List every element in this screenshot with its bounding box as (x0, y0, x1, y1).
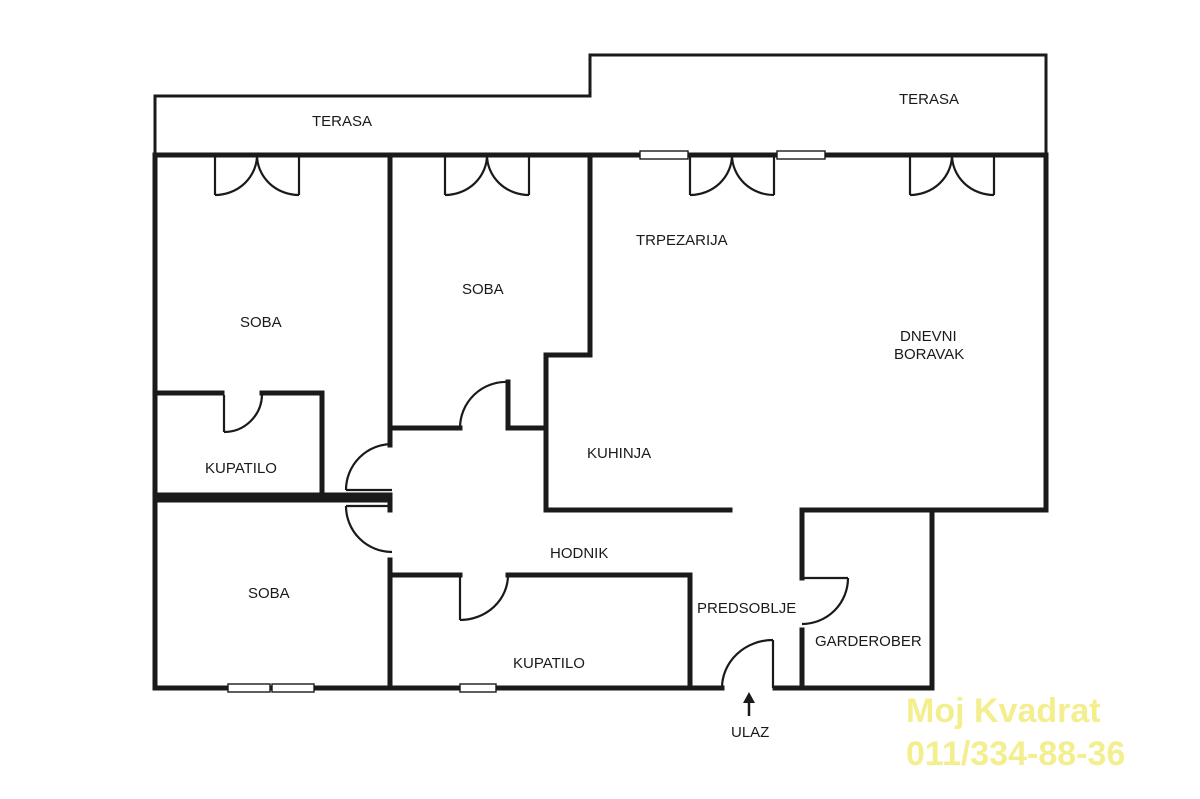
terrace-outline (153, 53, 1048, 155)
label-dnevni: DNEVNI (900, 328, 957, 345)
label-soba-left: SOBA (240, 314, 282, 331)
label-kuhinja: KUHINJA (587, 445, 651, 462)
door-kupatilo-bottom[interactable] (458, 574, 510, 622)
label-kupatilo-left: KUPATILO (205, 460, 277, 477)
label-garderober: GARDEROBER (815, 633, 922, 650)
walls (152, 152, 1049, 691)
label-soba-middle: SOBA (462, 281, 504, 298)
window (459, 683, 497, 693)
label-terasa-right: TERASA (899, 91, 959, 108)
window (776, 150, 826, 160)
door-kupatilo-left[interactable] (222, 394, 264, 434)
windows (227, 150, 826, 693)
watermark: Moj Kvadrat 011/334-88-36 (906, 692, 1125, 773)
watermark-name: Moj Kvadrat (906, 692, 1101, 730)
label-hodnik: HODNIK (550, 545, 608, 562)
entrance-door[interactable] (720, 638, 775, 689)
interior-doors (222, 380, 850, 689)
entrance-arrow-icon (743, 692, 755, 716)
balcony-doors (213, 154, 996, 197)
door-soba-bottom[interactable] (344, 504, 393, 554)
double-door[interactable] (688, 154, 776, 197)
label-terasa-left: TERASA (312, 113, 372, 130)
window (639, 150, 689, 160)
door-soba-left[interactable] (344, 442, 393, 492)
label-boravak: BORAVAK (894, 346, 964, 363)
double-door[interactable] (443, 154, 531, 197)
door-soba-middle[interactable] (458, 380, 510, 429)
watermark-phone: 011/334-88-36 (906, 735, 1125, 773)
window (271, 683, 315, 693)
room-labels: TERASA TERASA SOBA SOBA TRPEZARIJA DNEVN… (205, 91, 964, 741)
door-garderober[interactable] (801, 576, 850, 626)
label-kupatilo-bottom: KUPATILO (513, 655, 585, 672)
label-predsoblje: PREDSOBLJE (697, 600, 796, 617)
window (227, 683, 271, 693)
label-trpezarija: TRPEZARIJA (636, 232, 728, 249)
label-soba-bottom: SOBA (248, 585, 290, 602)
label-ulaz: ULAZ (731, 724, 769, 741)
double-door[interactable] (908, 154, 996, 197)
double-door[interactable] (213, 154, 301, 197)
